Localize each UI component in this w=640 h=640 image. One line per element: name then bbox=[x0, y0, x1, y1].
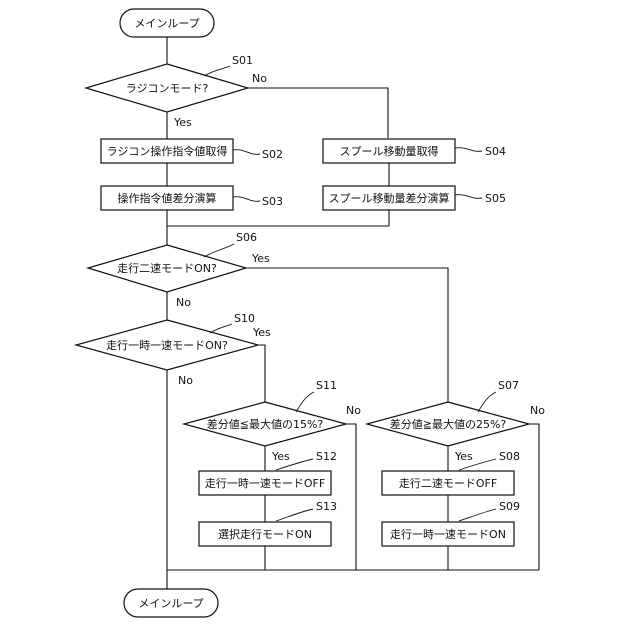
edge-s11-no bbox=[346, 424, 356, 570]
decision-s10-label: 走行一時一速モードON? bbox=[106, 339, 228, 352]
edge-s01-no bbox=[248, 88, 388, 138]
leader-s10 bbox=[210, 324, 232, 333]
leader-s07 bbox=[478, 392, 496, 412]
process-s04-label: スプール移動量取得 bbox=[340, 144, 439, 158]
leader-s09 bbox=[459, 509, 496, 521]
step-label-s13: S13 bbox=[316, 500, 337, 513]
edge-s06-yes bbox=[246, 268, 448, 402]
decision-s11-label: 差分値≦最大値の15%? bbox=[207, 417, 324, 431]
process-s02-label: ラジコン操作指令値取得 bbox=[107, 144, 228, 158]
edge-label-s11-yes: Yes bbox=[271, 450, 290, 463]
process-s13-label: 選択走行モードON bbox=[218, 527, 312, 541]
end-label: メインループ bbox=[138, 597, 203, 610]
edge-label-s06-yes: Yes bbox=[251, 252, 270, 265]
edge-label-s11-no: No bbox=[346, 404, 361, 417]
leader-s03 bbox=[233, 197, 260, 202]
process-s08-label: 走行二速モードOFF bbox=[399, 477, 497, 490]
step-label-s01: S01 bbox=[232, 54, 253, 67]
edge-label-s06-no: No bbox=[176, 296, 191, 309]
step-label-s06: S06 bbox=[236, 231, 257, 244]
decision-s06-label: 走行二速モードON? bbox=[117, 262, 217, 275]
step-label-s02: S02 bbox=[262, 148, 283, 161]
process-s03-label: 操作指令値差分演算 bbox=[118, 191, 217, 205]
leader-s05 bbox=[455, 195, 482, 199]
edge-label-s01-yes: Yes bbox=[173, 116, 192, 129]
process-s05-label: スプール移動量差分演算 bbox=[329, 191, 450, 205]
leader-s13 bbox=[276, 509, 313, 521]
decision-s07-label: 差分値≧最大値の25%? bbox=[390, 417, 507, 431]
step-label-s12: S12 bbox=[316, 450, 337, 463]
step-label-s05: S05 bbox=[485, 192, 506, 205]
edge-s07-no bbox=[529, 424, 539, 570]
edge-label-s01-no: No bbox=[252, 72, 267, 85]
edge-label-s07-yes: Yes bbox=[454, 450, 473, 463]
start-label: メインループ bbox=[134, 17, 199, 30]
step-label-s08: S08 bbox=[499, 450, 520, 463]
edge-label-s07-no: No bbox=[530, 404, 545, 417]
edge-label-s10-no: No bbox=[178, 374, 193, 387]
leader-s01 bbox=[204, 66, 230, 76]
process-s12-label: 走行一時一速モードOFF bbox=[205, 477, 325, 490]
process-s09-label: 走行一時一速モードON bbox=[390, 528, 506, 541]
leader-s11 bbox=[296, 392, 314, 412]
edge-s10-yes bbox=[258, 345, 265, 402]
step-label-s10: S10 bbox=[234, 312, 255, 325]
step-label-s09: S09 bbox=[499, 500, 520, 513]
step-label-s07: S07 bbox=[498, 379, 519, 392]
leader-s06 bbox=[204, 244, 234, 257]
leader-s04 bbox=[455, 148, 482, 152]
step-label-s04: S04 bbox=[485, 145, 506, 158]
edge-s05-merge bbox=[167, 210, 389, 226]
step-label-s03: S03 bbox=[262, 195, 283, 208]
edge-label-s10-yes: Yes bbox=[252, 326, 271, 339]
decision-s01-label: ラジコンモード? bbox=[126, 82, 209, 95]
leader-s02 bbox=[233, 150, 260, 155]
step-label-s11: S11 bbox=[316, 379, 337, 392]
